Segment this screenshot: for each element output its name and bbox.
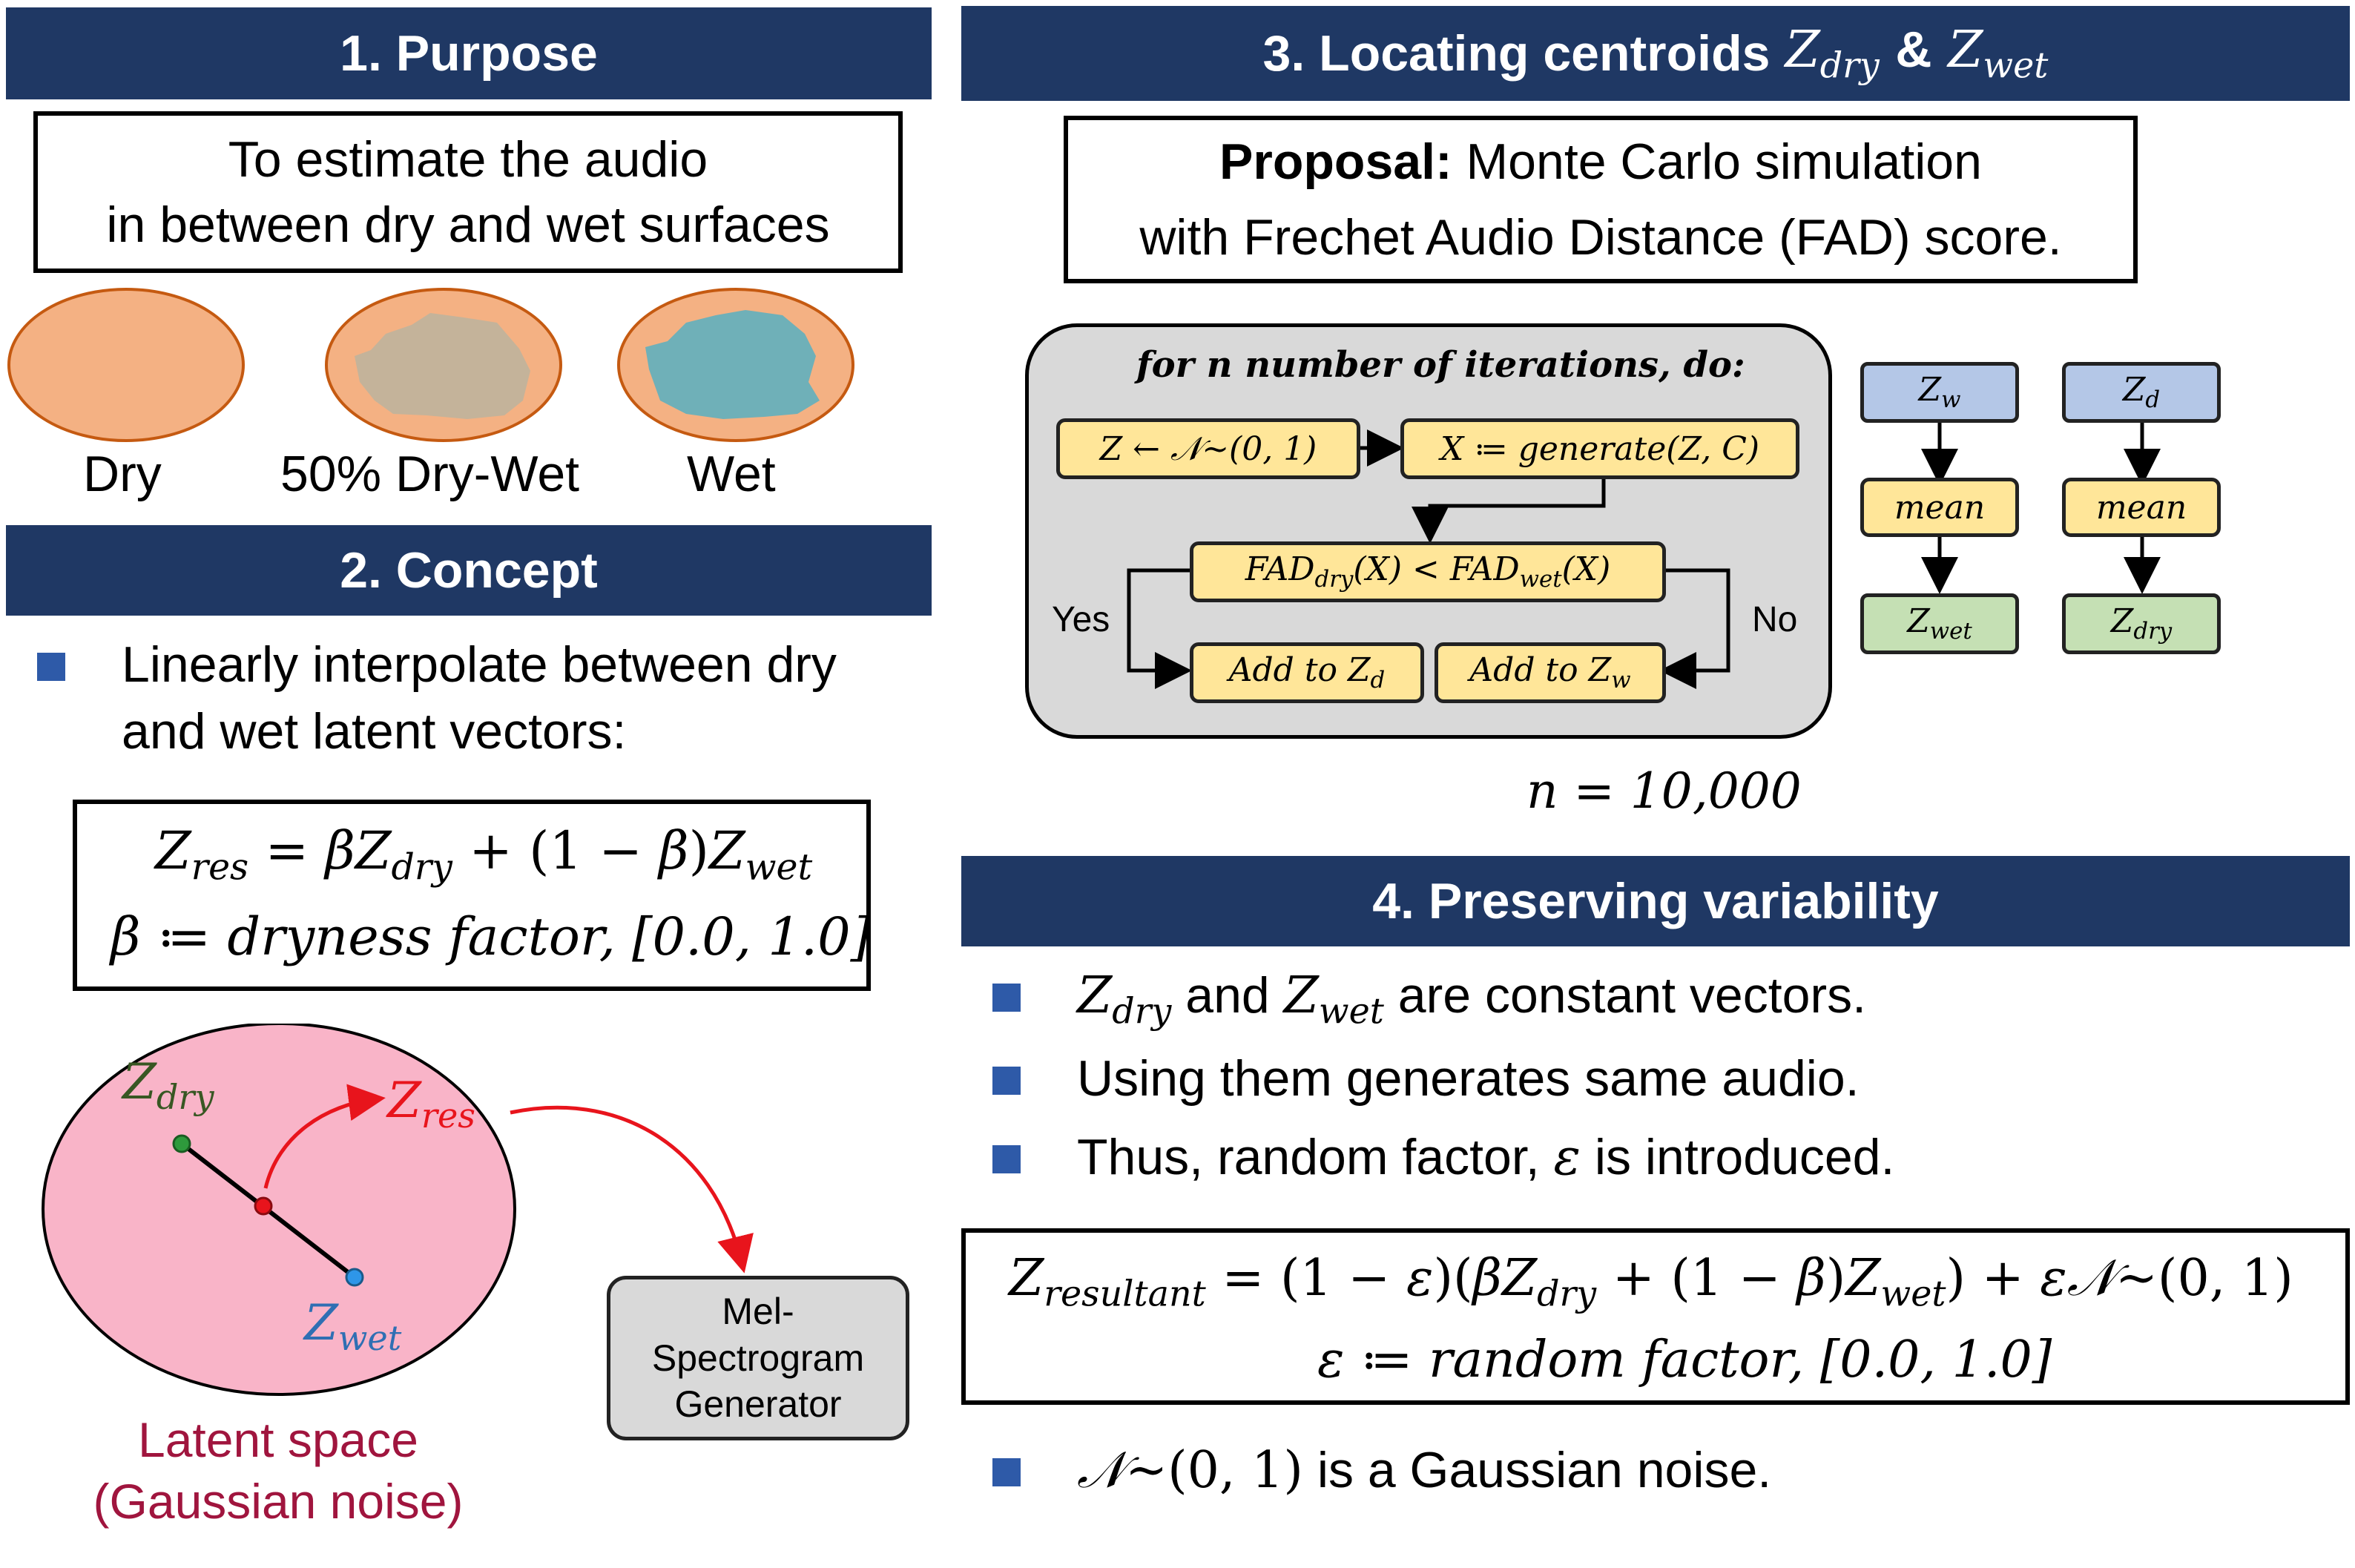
generator-label-line1: Mel- (722, 1291, 794, 1333)
purpose-line2: in between dry and wet surfaces (106, 197, 830, 253)
z-wet-point (345, 1268, 364, 1287)
bullet-square (37, 653, 65, 681)
resultant-equation: Zresultant = (1 − ε)(βZdry + (1 − β)Zwet… (1009, 1249, 2293, 1315)
add-to-zd-text: Add to Zd (1228, 651, 1386, 694)
add-to-zd-step: Add to Zd (1190, 642, 1424, 703)
iteration-count: n = 10,000 (1526, 762, 1802, 820)
mean-wet: mean (1860, 478, 2019, 537)
mean-dry: mean (2062, 478, 2221, 537)
variability-bullet1: Zdry and Zwet are constant vectors. (1077, 966, 1866, 1032)
sample-step-text: Z ← 𝒩~(0, 1) (1099, 429, 1317, 468)
bullet-square (992, 984, 1021, 1012)
loop-arrows (1127, 429, 1730, 689)
variability-bullet2: Using them generates same audio. (1077, 1050, 1860, 1107)
mel-spectrogram-generator: Mel- Spectrogram Generator (607, 1276, 909, 1440)
yes-arrow (1127, 568, 1192, 689)
resultant-equation-box: Zresultant = (1 − ε)(βZdry + (1 − β)Zwet… (961, 1228, 2350, 1405)
generator-arrow (510, 1105, 754, 1274)
zd-accumulator: Zd (2062, 362, 2221, 423)
purpose-box: To estimate the audio in between dry and… (33, 111, 903, 273)
beta-definition: β ≔ dryness factor, [0.0, 1.0] (111, 906, 871, 967)
zw-accumulator: Zw (1860, 362, 2019, 423)
bullet3-suffix: is introduced. (1581, 1129, 1895, 1185)
bullet-square (992, 1067, 1021, 1095)
generate-to-compare-arrow (1412, 478, 1606, 544)
purpose-line1: To estimate the audio (228, 131, 708, 188)
surface-label-dry: Dry (83, 446, 162, 502)
z-dry-label: Zdry (122, 1053, 214, 1117)
z-wet-label: Zwet (304, 1294, 402, 1358)
sample-step: Z ← 𝒩~(0, 1) (1056, 418, 1360, 479)
dry-surface (7, 288, 245, 442)
z-dry-point (172, 1134, 191, 1153)
surface-label-mixed: 50% Dry-Wet (280, 446, 580, 502)
mean-dry-label: mean (2095, 488, 2187, 527)
bullet1-text: are constant vectors. (1383, 967, 1866, 1024)
section3-header: 3. Locating centroids Zdry & Zwet (961, 6, 2350, 101)
no-arrow (1659, 568, 1730, 689)
latent-label-line2: (Gaussian noise) (93, 1473, 464, 1529)
add-to-zw-text: Add to Zw (1469, 651, 1631, 694)
proposal-box: Proposal: Monte Carlo simulation with Fr… (1064, 116, 2138, 283)
bullet-square (992, 1145, 1021, 1173)
latent-space-ellipse (42, 1024, 516, 1396)
generate-step: X ≔ generate(Z, C) (1400, 418, 1799, 479)
z-wet-centroid: Zwet (1860, 593, 2019, 654)
latent-space-diagram (42, 1024, 754, 1396)
section3-title-math: Zdry & Zwet (1785, 20, 2049, 87)
bullet1-and: and (1171, 967, 1284, 1024)
mean-wet-label: mean (1894, 488, 1986, 527)
proposal-line1: Proposal: Monte Carlo simulation (1219, 124, 1982, 200)
interpolation-equation-box: Zres = βZdry + (1 − β)Zwet β ≔ dryness f… (73, 800, 871, 991)
variability-bullet4: 𝒩~(0, 1) is a Gaussian noise. (1077, 1441, 1772, 1500)
variability-bullet3: Thus, random factor, ε is introduced. (1077, 1128, 1895, 1187)
concept-bullet-line2: and wet latent vectors: (122, 703, 627, 760)
bullet4-suffix: is a Gaussian noise. (1302, 1442, 1772, 1498)
add-to-zw-step: Add to Zw (1435, 642, 1666, 703)
res-arrow (263, 1084, 386, 1189)
no-label: No (1752, 600, 1798, 639)
generator-label-line3: Generator (674, 1383, 842, 1426)
z-dry-centroid: Zdry (2062, 593, 2221, 654)
section1-header: 1. Purpose (6, 7, 932, 99)
surface-illustrations (7, 288, 854, 442)
generator-label-line2: Spectrogram (651, 1337, 865, 1379)
z-res-point (254, 1196, 273, 1216)
proposal-bold: Proposal: (1219, 134, 1452, 190)
section1-title: 1. Purpose (340, 25, 598, 82)
wet-patch (645, 310, 820, 419)
section2-header: 2. Concept (6, 525, 932, 616)
surface-label-wet: Wet (687, 446, 776, 502)
proposal-line1-text: Monte Carlo simulation (1452, 134, 1982, 190)
latent-label-line1: Latent space (138, 1412, 418, 1467)
section2-title: 2. Concept (340, 542, 598, 599)
mixed-patch (355, 313, 530, 419)
fad-comparison-step: FADdry(X) < FADwet(X) (1190, 541, 1666, 602)
yes-label: Yes (1052, 600, 1110, 639)
loop-header: for n number of iterations, do: (1136, 344, 1745, 386)
epsilon-definition: ε ≔ random factor, [0.0, 1.0] (1317, 1331, 2052, 1389)
section3-title: 3. Locating centroids (1262, 25, 1771, 82)
latent-space-label: Latent space (Gaussian noise) (45, 1409, 512, 1532)
section4-title: 4. Preserving variability (1372, 873, 1939, 929)
bullet-square (992, 1458, 1021, 1486)
mean-pipeline-arrows (1921, 423, 2161, 594)
proposal-line2: with Frechet Audio Distance (FAD) score. (1139, 209, 2062, 266)
section4-header: 4. Preserving variability (961, 856, 2350, 946)
beta-definition-text: dryness factor, [0.0, 1.0] (227, 906, 871, 967)
z-res-label: Zres (387, 1072, 475, 1136)
fad-comparison-text: FADdry(X) < FADwet(X) (1245, 550, 1611, 593)
bullet3-prefix: Thus, random factor, (1077, 1129, 1554, 1185)
epsilon-definition-text: random factor, [0.0, 1.0] (1429, 1331, 2052, 1389)
interpolation-equation: Zres = βZdry + (1 − β)Zwet (155, 820, 813, 889)
concept-bullet-line1: Linearly interpolate between dry (122, 636, 837, 693)
generate-step-text: X ≔ generate(Z, C) (1440, 429, 1760, 468)
